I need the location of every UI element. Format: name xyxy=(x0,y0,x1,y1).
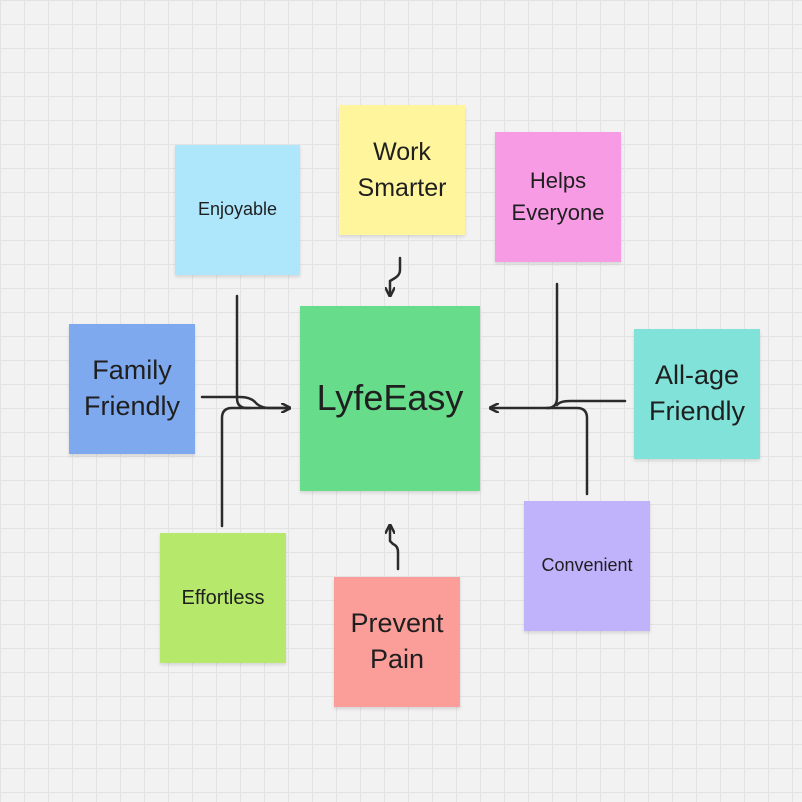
connector-enjoyable[interactable] xyxy=(235,294,289,408)
sticky-note-convenient[interactable]: Convenient xyxy=(524,501,650,631)
note-text: Convenient xyxy=(541,555,633,576)
note-text: Family Friendly xyxy=(83,355,181,421)
note-text: Work Smarter xyxy=(357,137,447,202)
connector-convenient[interactable] xyxy=(545,406,589,496)
sticky-note-family-friendly[interactable]: Family Friendly xyxy=(69,324,195,454)
sticky-note-work-smarter[interactable]: Work Smarter xyxy=(339,105,465,235)
sticky-note-prevent-pain[interactable]: Prevent Pain xyxy=(334,577,460,707)
connector-prevent-pain[interactable] xyxy=(390,526,400,571)
note-text: Helps Everyone xyxy=(511,168,605,225)
sticky-note-all-age-friendly[interactable]: All-age Friendly xyxy=(634,329,760,459)
sticky-note-effortless[interactable]: Effortless xyxy=(160,533,286,663)
connector-effortless[interactable] xyxy=(220,406,252,528)
connector-all-age-friendly[interactable] xyxy=(555,399,627,407)
sticky-note-helps-everyone[interactable]: Helps Everyone xyxy=(495,132,621,262)
central-note-text: LyfeEasy xyxy=(316,377,464,419)
sticky-note-enjoyable[interactable]: Enjoyable xyxy=(175,145,300,275)
note-text: Effortless xyxy=(181,587,265,609)
note-text: Prevent Pain xyxy=(350,608,444,674)
connector-family-friendly[interactable] xyxy=(200,395,291,410)
central-sticky-note[interactable]: LyfeEasy xyxy=(300,306,480,491)
note-text: Enjoyable xyxy=(197,199,278,220)
connector-work-smarter[interactable] xyxy=(390,256,402,295)
note-text: All-age Friendly xyxy=(648,360,746,426)
connector-helps-everyone[interactable] xyxy=(491,282,559,408)
